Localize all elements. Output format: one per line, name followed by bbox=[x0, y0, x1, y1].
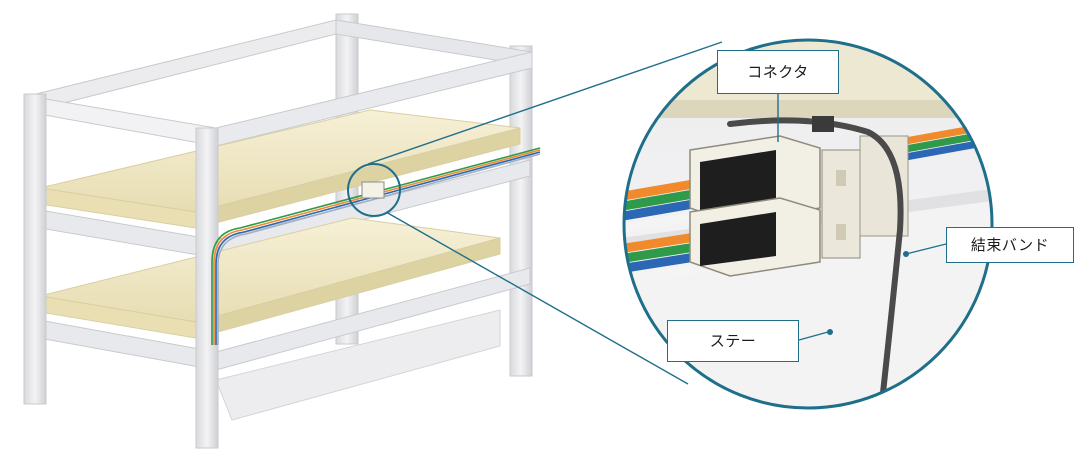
leader-cable-tie-dot bbox=[903, 251, 909, 257]
callout-line-top bbox=[367, 41, 723, 165]
rack-post-back-right bbox=[509, 45, 533, 377]
callout-line-bottom bbox=[385, 211, 689, 385]
rack-top-left-rail bbox=[27, 19, 337, 113]
tray-lower bbox=[39, 217, 501, 339]
rack-top-front-rail bbox=[27, 95, 217, 147]
zoom-connector bbox=[689, 135, 909, 277]
rack-connector bbox=[361, 181, 385, 199]
shelf-rack bbox=[23, 13, 541, 449]
zoom-circle bbox=[622, 38, 994, 410]
rack-cables bbox=[211, 147, 541, 345]
leader-cable-tie bbox=[905, 243, 947, 255]
rack-bottom-shelf bbox=[215, 309, 501, 421]
stay-label: ステー bbox=[667, 320, 799, 362]
leader-stay-dot bbox=[827, 329, 833, 335]
zoom-source-circle bbox=[347, 163, 401, 217]
leader-stay bbox=[798, 331, 829, 341]
connector-label: コネクタ bbox=[717, 50, 839, 94]
rack-post-front-left bbox=[23, 93, 47, 405]
cable-tie bbox=[727, 116, 904, 408]
cable-tie-label: 結束バンド bbox=[946, 227, 1074, 263]
tray-upper bbox=[39, 109, 521, 229]
